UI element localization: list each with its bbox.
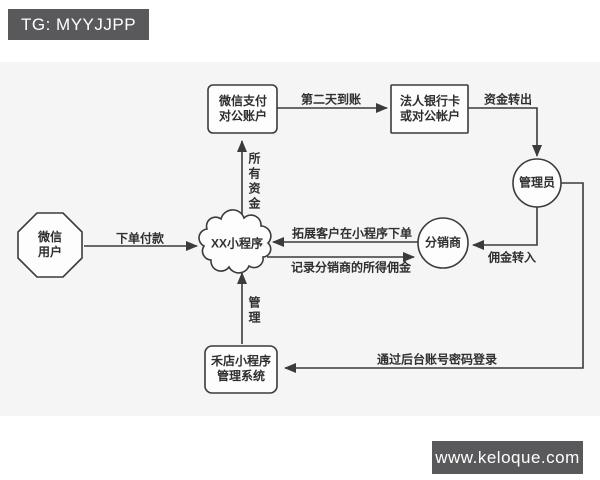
node-wechat-pay-account-label-line1: 微信支付 xyxy=(218,94,268,108)
node-admin-shape xyxy=(512,158,562,208)
node-mini-program-shape xyxy=(198,209,272,274)
node-management-system-label: 禾店小程序 管理系统 xyxy=(211,354,271,384)
diagram-background-panel xyxy=(0,62,600,416)
edge-next-day-label: 第二天到账 xyxy=(300,92,362,107)
edge-backend-login-label: 通过后台账号密码登录 xyxy=(376,352,498,367)
node-distributor-label: 分销商 xyxy=(424,235,462,250)
edge-backend-login-line xyxy=(284,182,584,373)
edge-expand-customers-label: 拓展客户在小程序下单 xyxy=(291,226,413,241)
node-wechat-user-label-line2: 用户 xyxy=(37,245,63,259)
node-management-system-label-line2: 管理系统 xyxy=(216,369,266,383)
edge-funds-out-line xyxy=(468,107,542,157)
node-admin-label: 管理员 xyxy=(518,175,556,190)
edge-funds-out-label: 资金转出 xyxy=(483,92,533,107)
node-distributor-shape xyxy=(417,217,469,269)
node-mini-program-label: XX小程序 xyxy=(210,236,264,251)
node-management-system-shape xyxy=(204,345,278,394)
edge-commission-in-line xyxy=(472,207,538,250)
node-wechat-pay-account-label: 微信支付 对公账户 xyxy=(219,94,267,124)
edge-all-funds-label: 所有资金 xyxy=(247,152,261,212)
edge-commission-in-label: 佣金转入 xyxy=(487,250,537,265)
node-bank-card-label: 法人银行卡 或对公帐户 xyxy=(400,94,460,124)
telegram-watermark-banner: TG: MYYJJPP xyxy=(8,9,150,40)
node-management-system-label-line1: 禾店小程序 xyxy=(210,354,272,368)
edge-record-commission-label: 记录分销商的所得佣金 xyxy=(290,260,412,275)
node-wechat-user-label-line1: 微信 xyxy=(37,230,63,244)
node-wechat-pay-account-label-line2: 对公账户 xyxy=(218,109,268,123)
edge-order-pay-label: 下单付款 xyxy=(115,231,165,246)
edge-manage-label: 管理 xyxy=(247,296,261,326)
node-bank-card-label-line1: 法人银行卡 xyxy=(399,94,461,108)
website-watermark-banner: www.keloque.com xyxy=(432,441,583,474)
node-bank-card-shape xyxy=(390,84,469,134)
node-wechat-user-shape xyxy=(17,212,83,278)
node-wechat-user-label: 微信 用户 xyxy=(38,230,62,260)
node-wechat-pay-account-shape xyxy=(207,84,278,134)
node-bank-card-label-line2: 或对公帐户 xyxy=(399,109,461,123)
